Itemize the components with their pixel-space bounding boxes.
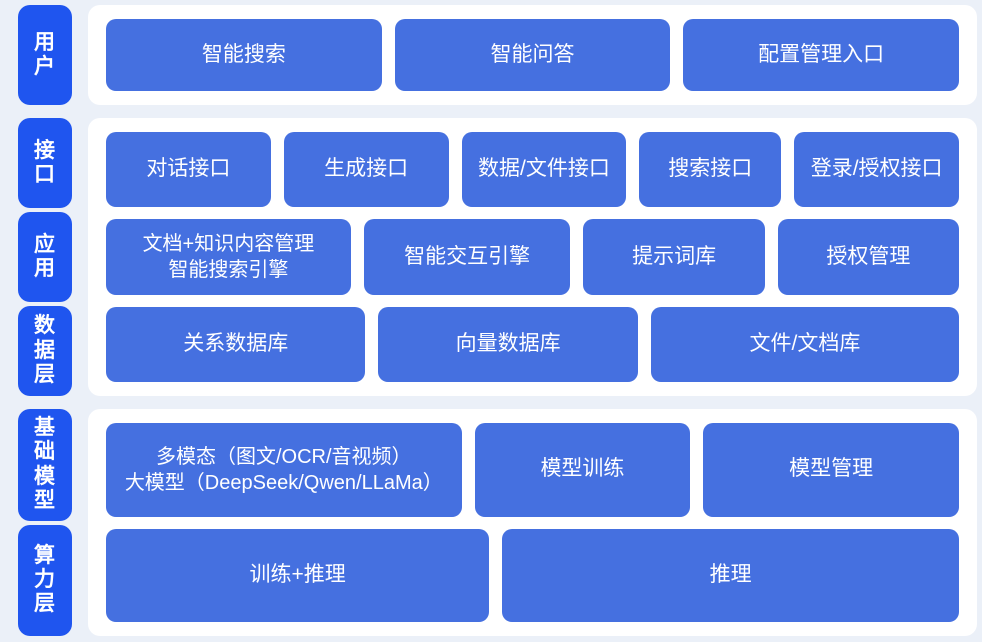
layer-rail-foundation: 基础模型 算力层 (0, 409, 72, 636)
layer-rail-core: 接口 应用 数据层 (0, 118, 72, 396)
layer-tab-label: 基础模型 (34, 416, 56, 513)
node-multimodal-large-model[interactable]: 多模态（图文/OCR/音视频） 大模型（DeepSeek/Qwen/LLaMa） (106, 423, 462, 517)
layer-panel-core: 对话接口 生成接口 数据/文件接口 搜索接口 登录/授权接口 文档+知识内容管理… (88, 118, 977, 396)
node-training-and-inference[interactable]: 训练+推理 (106, 528, 490, 622)
layer-tab-label: 接口 (34, 138, 56, 186)
layer-row-applications: 文档+知识内容管理 智能搜索引擎 智能交互引擎 提示词库 授权管理 (106, 219, 959, 295)
layer-tab-interface[interactable]: 接口 (18, 118, 72, 208)
node-file-document-store[interactable]: 文件/文档库 (650, 306, 959, 382)
layer-group-core: 接口 应用 数据层 对话接口 生成接口 数据/文件接口 搜索接口 登录/授权接口… (0, 118, 982, 396)
node-login-auth-api[interactable]: 登录/授权接口 (794, 132, 960, 208)
node-search-api[interactable]: 搜索接口 (639, 132, 782, 208)
layer-panel-user: 智能搜索 智能问答 配置管理入口 (88, 5, 977, 105)
layer-row-user-services: 智能搜索 智能问答 配置管理入口 (106, 19, 960, 91)
layer-group-user: 用户 智能搜索 智能问答 配置管理入口 (0, 5, 982, 105)
layer-tab-user[interactable]: 用户 (18, 5, 72, 105)
node-data-file-api[interactable]: 数据/文件接口 (461, 132, 627, 208)
layer-panel-foundation: 多模态（图文/OCR/音视频） 大模型（DeepSeek/Qwen/LLaMa）… (88, 409, 977, 636)
layer-group-foundation: 基础模型 算力层 多模态（图文/OCR/音视频） 大模型（DeepSeek/Qw… (0, 409, 982, 636)
node-generation-api[interactable]: 生成接口 (283, 132, 449, 208)
layer-row-models: 多模态（图文/OCR/音视频） 大模型（DeepSeek/Qwen/LLaMa）… (106, 423, 959, 517)
layer-tab-compute[interactable]: 算力层 (18, 524, 72, 636)
layer-row-interfaces: 对话接口 生成接口 数据/文件接口 搜索接口 登录/授权接口 (106, 132, 960, 208)
layer-rail-user: 用户 (0, 5, 72, 105)
layer-tab-data[interactable]: 数据层 (18, 306, 72, 396)
layer-row-compute: 训练+推理 推理 (106, 528, 959, 622)
layer-tab-application[interactable]: 应用 (18, 212, 72, 302)
layer-tab-foundation-model[interactable]: 基础模型 (18, 409, 72, 521)
node-model-management[interactable]: 模型管理 (703, 423, 959, 517)
node-doc-knowledge-management[interactable]: 文档+知识内容管理 智能搜索引擎 (106, 219, 351, 295)
layer-tab-label: 用户 (34, 30, 56, 78)
layer-row-data-stores: 关系数据库 向量数据库 文件/文档库 (106, 306, 959, 382)
node-intelligent-search[interactable]: 智能搜索 (106, 19, 382, 91)
node-interaction-engine[interactable]: 智能交互引擎 (363, 219, 571, 295)
layer-tab-label: 算力层 (34, 543, 56, 616)
node-config-management-entry[interactable]: 配置管理入口 (683, 19, 960, 91)
node-prompt-library[interactable]: 提示词库 (583, 219, 765, 295)
node-vector-database[interactable]: 向量数据库 (378, 306, 638, 382)
node-authorization-management[interactable]: 授权管理 (777, 219, 959, 295)
node-dialog-api[interactable]: 对话接口 (106, 132, 271, 208)
layer-tab-label: 应用 (34, 232, 56, 280)
node-model-training[interactable]: 模型训练 (474, 423, 691, 517)
node-intelligent-qa[interactable]: 智能问答 (394, 19, 671, 91)
node-relational-database[interactable]: 关系数据库 (106, 306, 366, 382)
node-inference[interactable]: 推理 (502, 528, 959, 622)
layer-tab-label: 数据层 (34, 314, 56, 387)
